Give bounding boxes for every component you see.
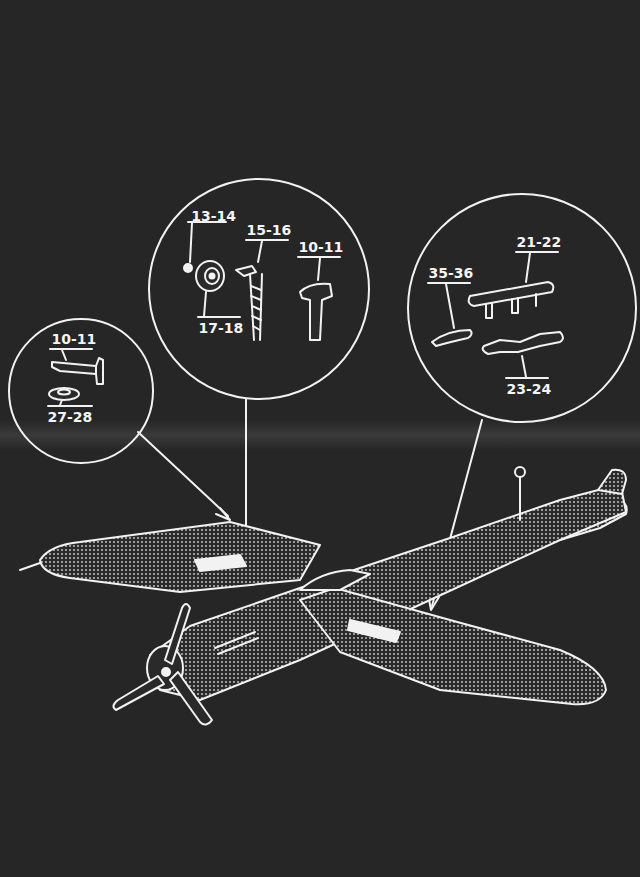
callout-number: 17-18 <box>199 321 244 335</box>
callout-number: 15-16 <box>247 223 292 237</box>
callout-number: 10-11 <box>52 332 97 346</box>
callout-circle: 10-11 27-28 <box>8 318 154 464</box>
callout-number: 13-14 <box>191 209 236 223</box>
callout-circle: 13-14 15-16 10-11 17-18 <box>148 178 370 400</box>
callout-number: 23-24 <box>507 382 552 396</box>
callout-number: 27-28 <box>48 410 93 424</box>
callout-number: 21-22 <box>517 235 562 249</box>
callout-number: 10-11 <box>299 240 344 254</box>
callout-circle: 35-36 21-22 23-24 <box>407 193 637 423</box>
callout-number: 35-36 <box>429 266 474 280</box>
